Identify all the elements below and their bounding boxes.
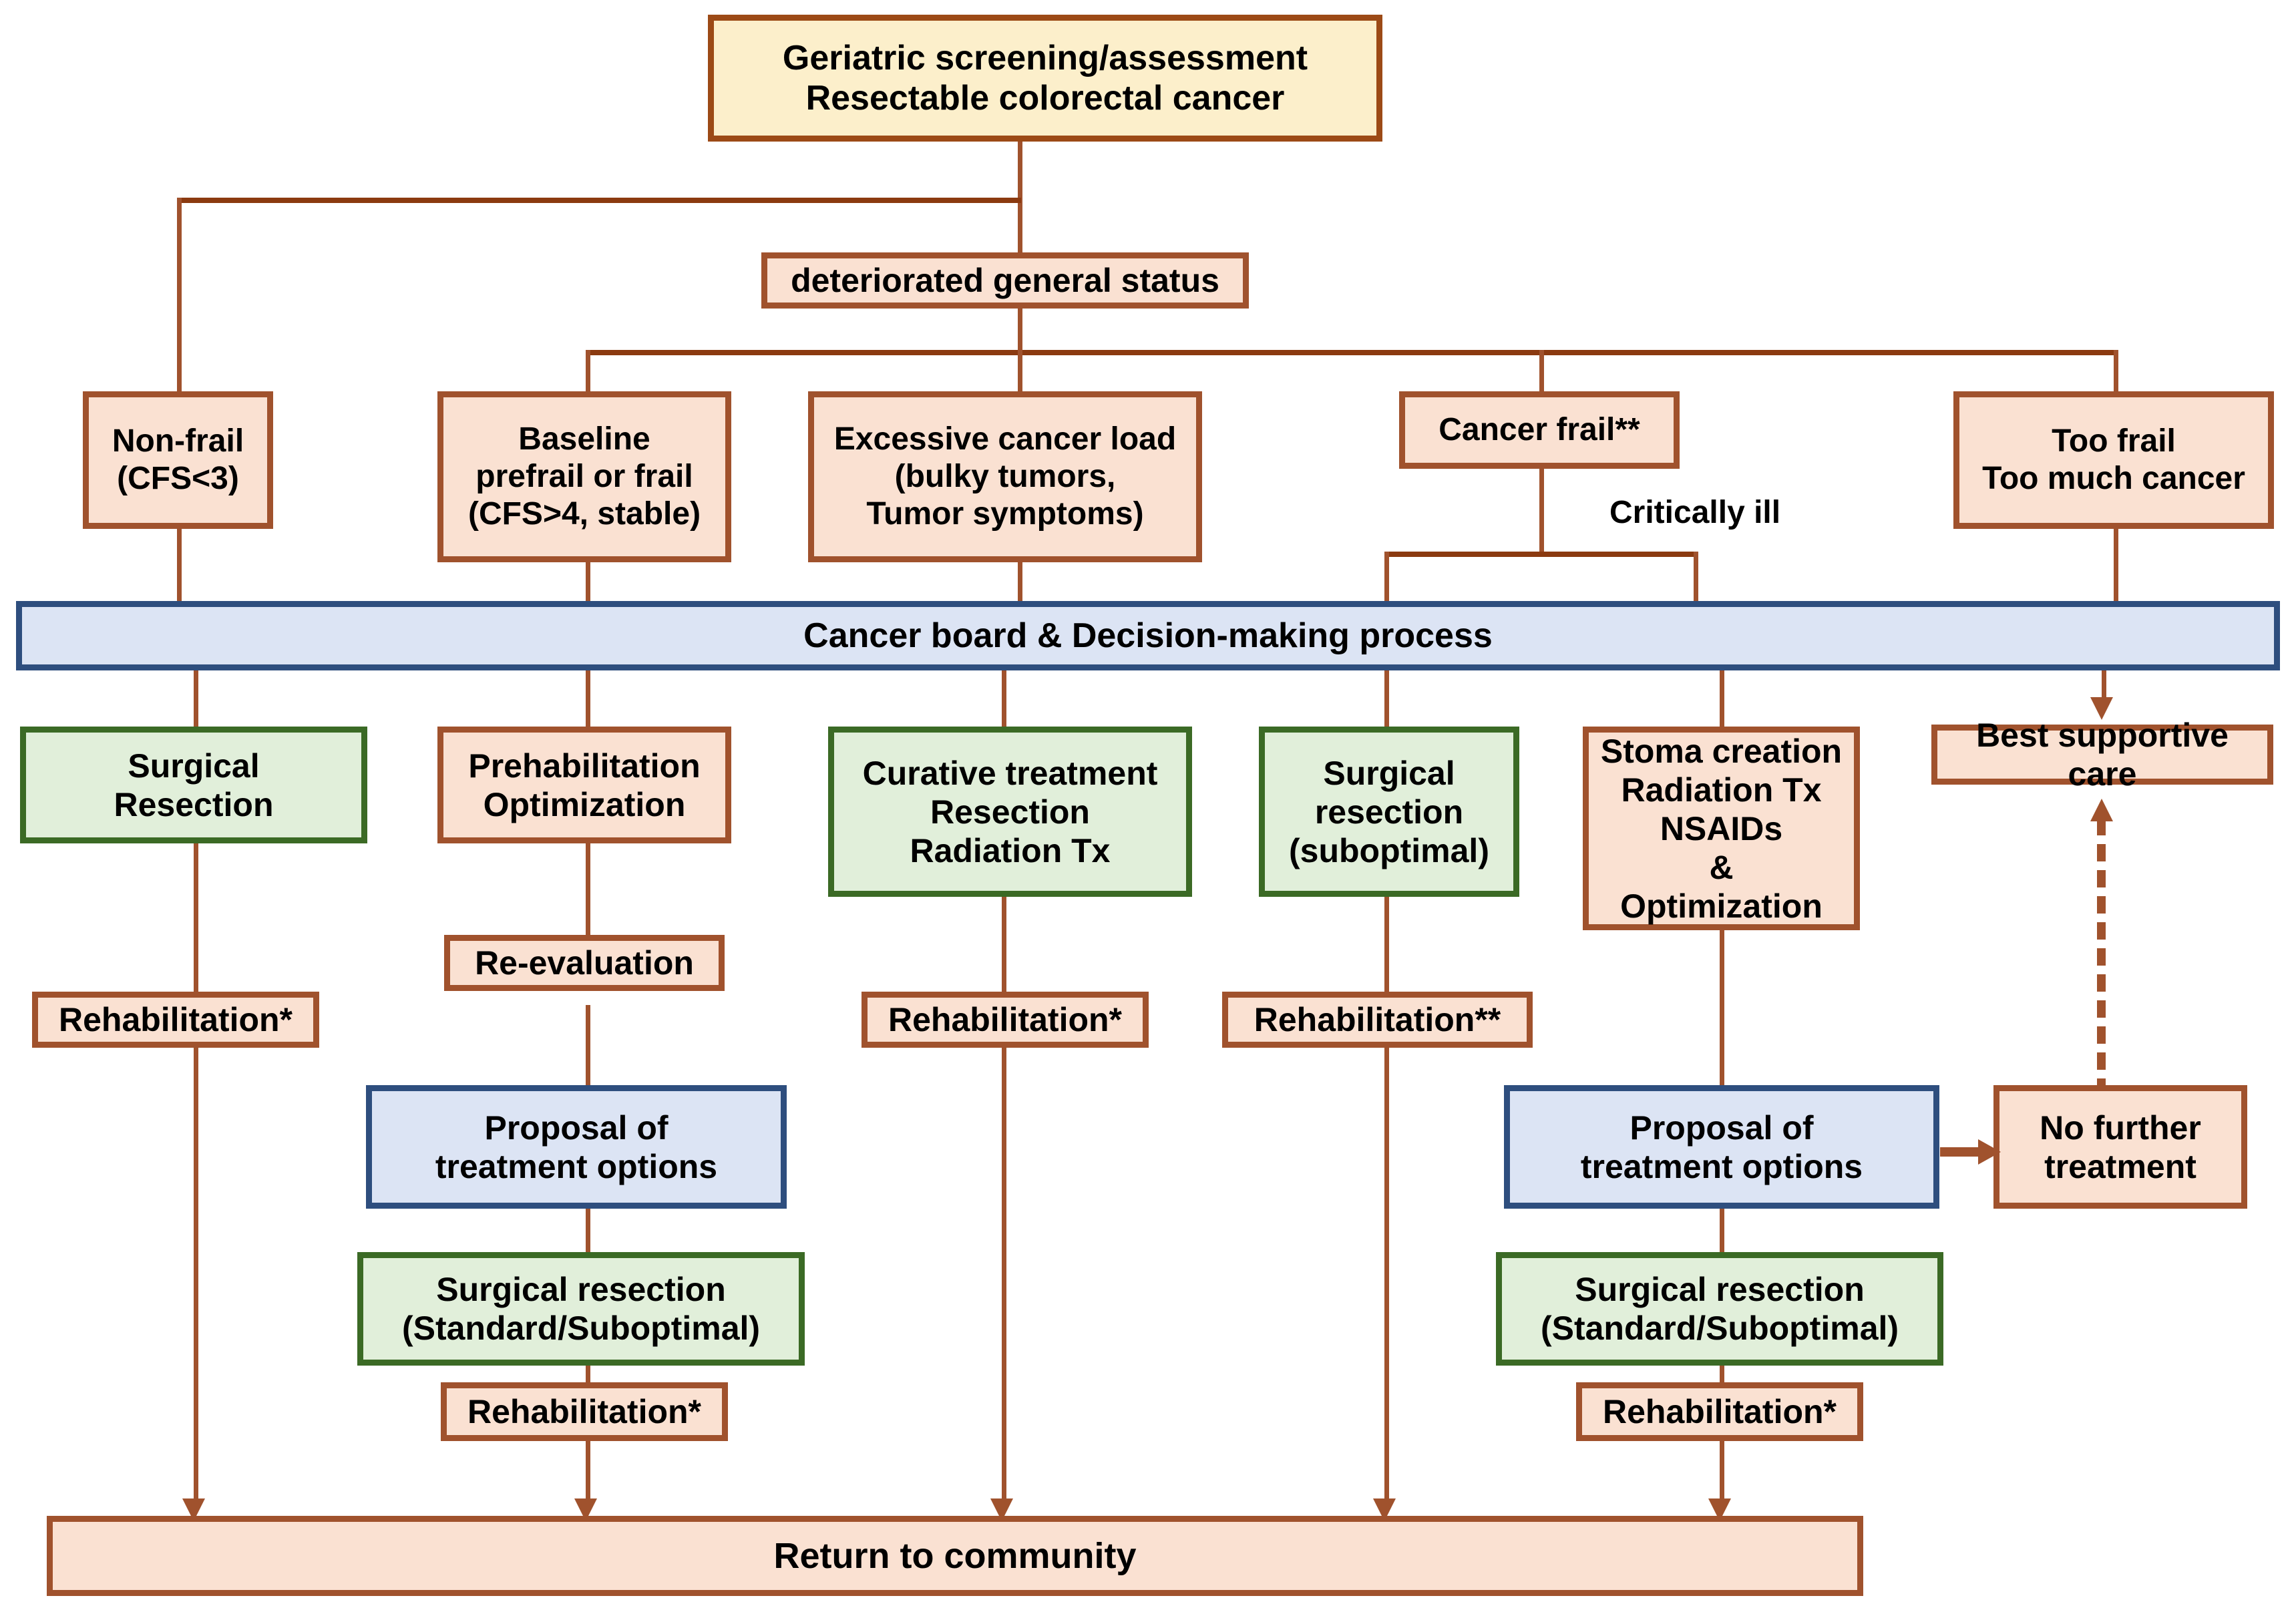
connector-board-to-surgsub — [1384, 668, 1389, 728]
connector-excessive-to-board — [1018, 561, 1022, 604]
connector-drop-baseline — [586, 350, 590, 393]
connector-cancerfrail-split-bar — [1384, 552, 1698, 557]
label-critically-ill: Critically ill — [1609, 495, 1781, 530]
connector-rehab-right-to-return — [1720, 1439, 1724, 1509]
connector-surg-to-rehab-right — [1720, 1342, 1724, 1402]
node-best-supportive-care[interactable]: Best supportive care — [1931, 717, 2273, 793]
connector-rehab-to-return — [194, 1042, 198, 1509]
connector-board-to-curative — [1002, 668, 1006, 728]
connector-cancerfrail-down — [1539, 467, 1544, 554]
node-rehabilitation-bottom-right[interactable]: Rehabilitation* — [1576, 1382, 1863, 1441]
connector-proposal-to-nofurther — [1940, 1147, 1983, 1157]
node-surgical-std-sub-left[interactable]: Surgical resection (Standard/Suboptimal) — [357, 1252, 805, 1366]
node-return-to-community[interactable]: Return to community — [47, 1516, 1863, 1596]
connector-critically-ill-drop — [1694, 552, 1698, 605]
connector-prehab-to-reeval — [586, 841, 590, 938]
node-rehabilitation-left[interactable]: Rehabilitation* — [32, 992, 319, 1048]
connector-reeval-to-proposal — [586, 1005, 590, 1088]
connector-toofrail-to-board — [2114, 528, 2118, 604]
node-cancer-board[interactable]: Cancer board & Decision-making process — [16, 601, 2280, 670]
connector-distribution-bar — [586, 350, 2118, 355]
connector-baseline-to-board — [586, 561, 590, 604]
node-rehabilitation-double[interactable]: Rehabilitation** — [1222, 992, 1533, 1048]
connector-left-branch-down — [177, 198, 182, 391]
connector-drop-cancerfrail — [1539, 350, 1544, 393]
connector-drop-toofrail — [2114, 350, 2118, 393]
node-surgical-std-sub-right[interactable]: Surgical resection (Standard/Suboptimal) — [1496, 1252, 1943, 1366]
node-root[interactable]: Geriatric screening/assessment Resectabl… — [708, 15, 1382, 142]
node-proposal-left[interactable]: Proposal of treatment options — [366, 1085, 787, 1209]
connector-cancerfrail-left-drop — [1384, 552, 1389, 605]
connector-board-to-bsc — [2102, 668, 2106, 700]
connector-surgsub-to-rehab — [1384, 895, 1389, 995]
node-surgical-resection[interactable]: Surgical Resection — [20, 727, 367, 843]
connector-nonfrail-to-board — [177, 528, 182, 604]
connector-board-to-surgical — [194, 668, 198, 728]
node-excessive-cancer-load[interactable]: Excessive cancer load (bulky tumors, Tum… — [808, 391, 1202, 562]
node-re-evaluation[interactable]: Re-evaluation — [444, 935, 725, 991]
node-stoma-creation[interactable]: Stoma creation Radiation Tx NSAIDs & Opt… — [1583, 727, 1860, 930]
connector-board-to-prehab — [586, 668, 590, 728]
node-prehabilitation-optimization[interactable]: Prehabilitation Optimization — [437, 727, 731, 843]
node-non-frail[interactable]: Non-frail (CFS<3) — [83, 391, 273, 529]
node-rehabilitation-bottom-left[interactable]: Rehabilitation* — [441, 1382, 728, 1441]
node-surgical-resection-suboptimal[interactable]: Surgical resection (suboptimal) — [1259, 727, 1519, 897]
connector-root-to-left — [177, 198, 1021, 203]
node-no-further-treatment[interactable]: No further treatment — [1993, 1085, 2247, 1209]
node-deteriorated-general-status[interactable]: deteriorated general status — [761, 252, 1249, 309]
arrow-proposal-to-nofurther — [1978, 1139, 2001, 1165]
node-proposal-right[interactable]: Proposal of treatment options — [1504, 1085, 1939, 1209]
connector-surgical-to-rehab — [194, 841, 198, 995]
node-baseline-prefrail-frail[interactable]: Baseline prefrail or frail (CFS>4, stabl… — [437, 391, 731, 562]
connector-rehab2-to-return — [1384, 1042, 1389, 1509]
node-too-frail[interactable]: Too frail Too much cancer — [1953, 391, 2274, 529]
connector-curative-to-rehab — [1002, 895, 1006, 995]
connector-stoma-to-proposal — [1720, 928, 1724, 1088]
arrow-nofurther-to-bsc — [2090, 799, 2113, 821]
connector-deteriorated-down — [1018, 307, 1022, 354]
connector-proposal-to-surg — [586, 1205, 590, 1255]
connector-drop-excessive — [1018, 350, 1022, 393]
arrow-board-to-bsc — [2090, 697, 2113, 720]
connector-rehab-mid-to-return — [1002, 1042, 1006, 1509]
node-cancer-frail[interactable]: Cancer frail** — [1399, 391, 1680, 469]
node-rehabilitation-mid[interactable]: Rehabilitation* — [862, 992, 1149, 1048]
connector-dashed-nofurther-to-bsc — [2097, 818, 2106, 1122]
connector-board-to-stoma — [1720, 668, 1724, 728]
node-curative-treatment[interactable]: Curative treatment Resection Radiation T… — [828, 727, 1192, 897]
connector-rehab-to-return-left — [586, 1439, 590, 1509]
connector-proposal-right-to-surg — [1720, 1205, 1724, 1255]
connector-surg-to-rehab-left — [586, 1342, 590, 1402]
